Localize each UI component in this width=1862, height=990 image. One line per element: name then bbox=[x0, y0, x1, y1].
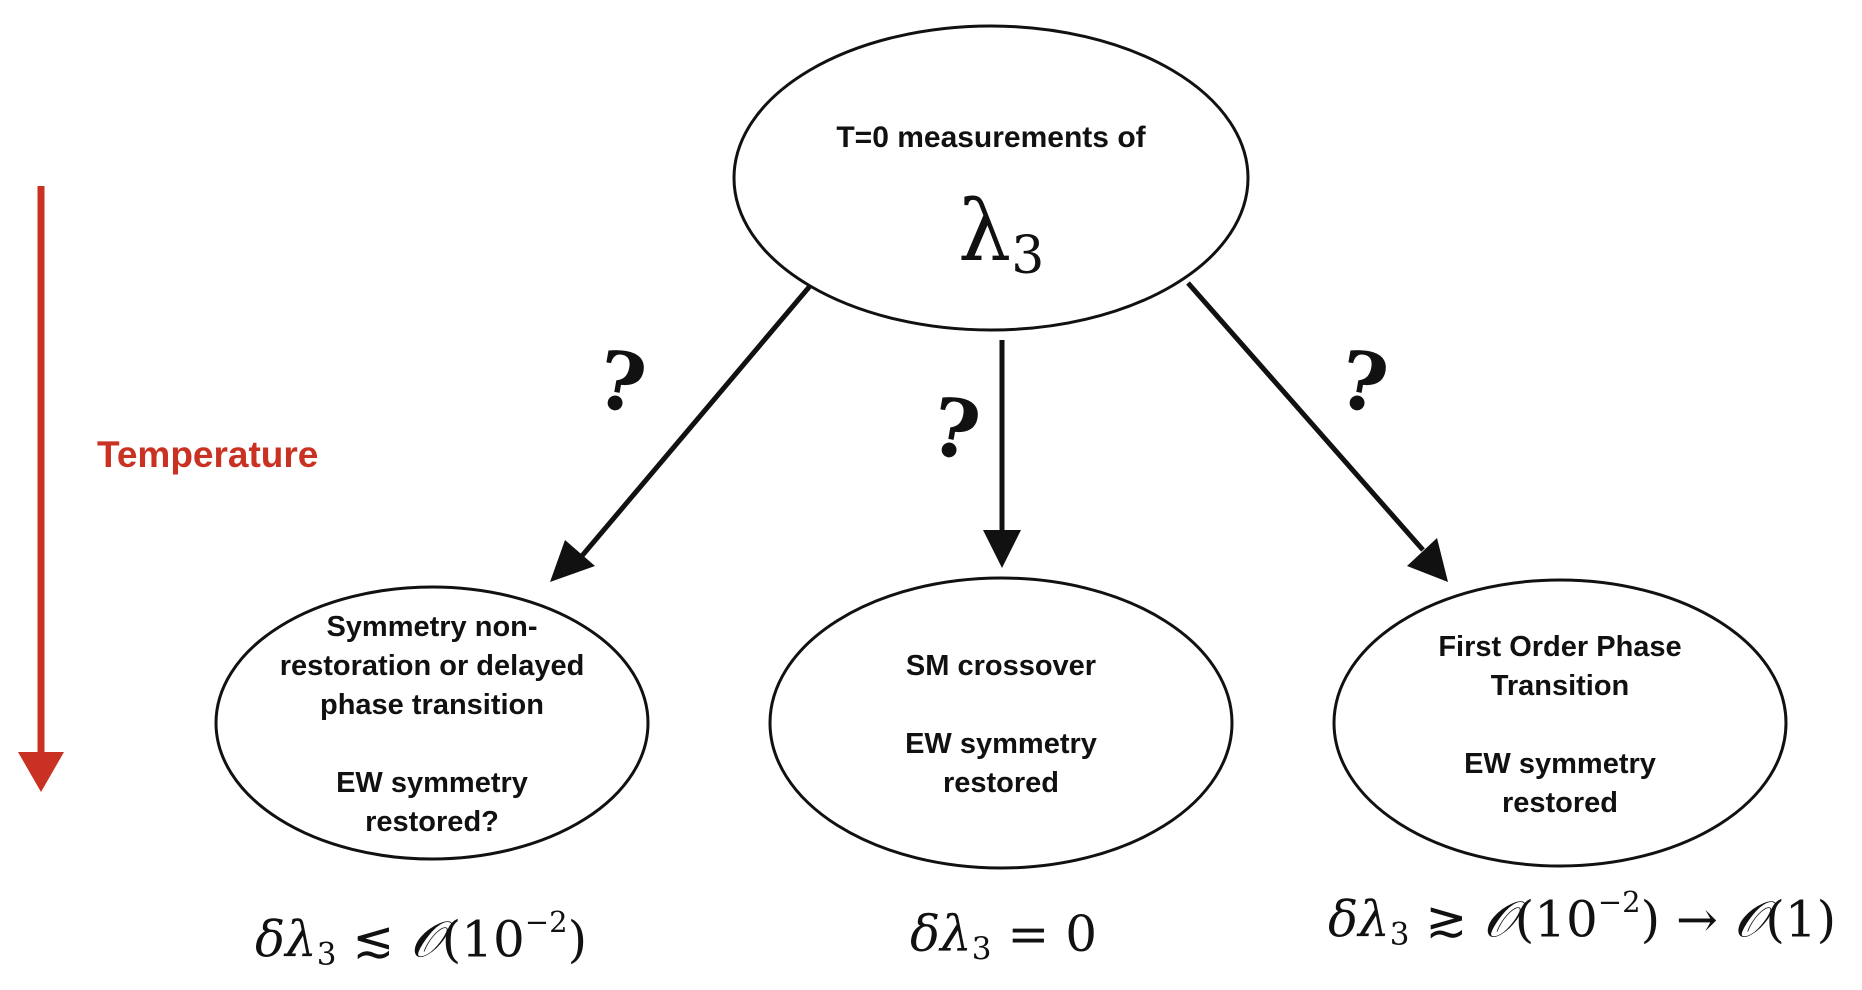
temperature-label: Temperature bbox=[97, 434, 319, 475]
middle-node-line-3: restored bbox=[942, 767, 1060, 799]
middle-node-line-1: SM crossover bbox=[905, 650, 1097, 682]
middle-node-ellipse bbox=[768, 576, 1234, 870]
right-node-line-2: Transition bbox=[1490, 670, 1630, 702]
condition-left: δλ3 ≲ 𝒪(10−2) bbox=[255, 905, 588, 973]
temperature-arrow bbox=[18, 186, 64, 792]
left-node-line-3: phase transition bbox=[320, 689, 544, 721]
condition-middle: δλ3 = 0 bbox=[910, 905, 1098, 967]
left-node-ellipse bbox=[214, 585, 650, 861]
left-node-line-2: restoration or delayed bbox=[279, 650, 585, 682]
arrow-to-middle bbox=[983, 340, 1021, 568]
left-node-line-4: EW symmetry bbox=[336, 767, 528, 799]
right-node-line-1: First Order Phase bbox=[1438, 631, 1682, 663]
right-node-ellipse bbox=[1332, 578, 1788, 868]
top-node-ellipse bbox=[732, 24, 1250, 332]
top-node-symbol: λ3 bbox=[958, 182, 1045, 287]
condition-right: δλ3 ≳ 𝒪(10−2) → 𝒪(1) bbox=[1328, 885, 1837, 953]
top-node-text: T=0 measurements of bbox=[836, 121, 1146, 154]
left-node-line-5: restored? bbox=[365, 806, 499, 838]
middle-node-line-2: EW symmetry bbox=[905, 728, 1097, 760]
right-node-line-4: restored bbox=[1501, 787, 1619, 819]
right-node-line-3: EW symmetry bbox=[1464, 748, 1656, 780]
arrow-to-left bbox=[550, 284, 812, 582]
left-node-line-1: Symmetry non- bbox=[326, 611, 538, 643]
arrow-to-right bbox=[1186, 281, 1448, 582]
